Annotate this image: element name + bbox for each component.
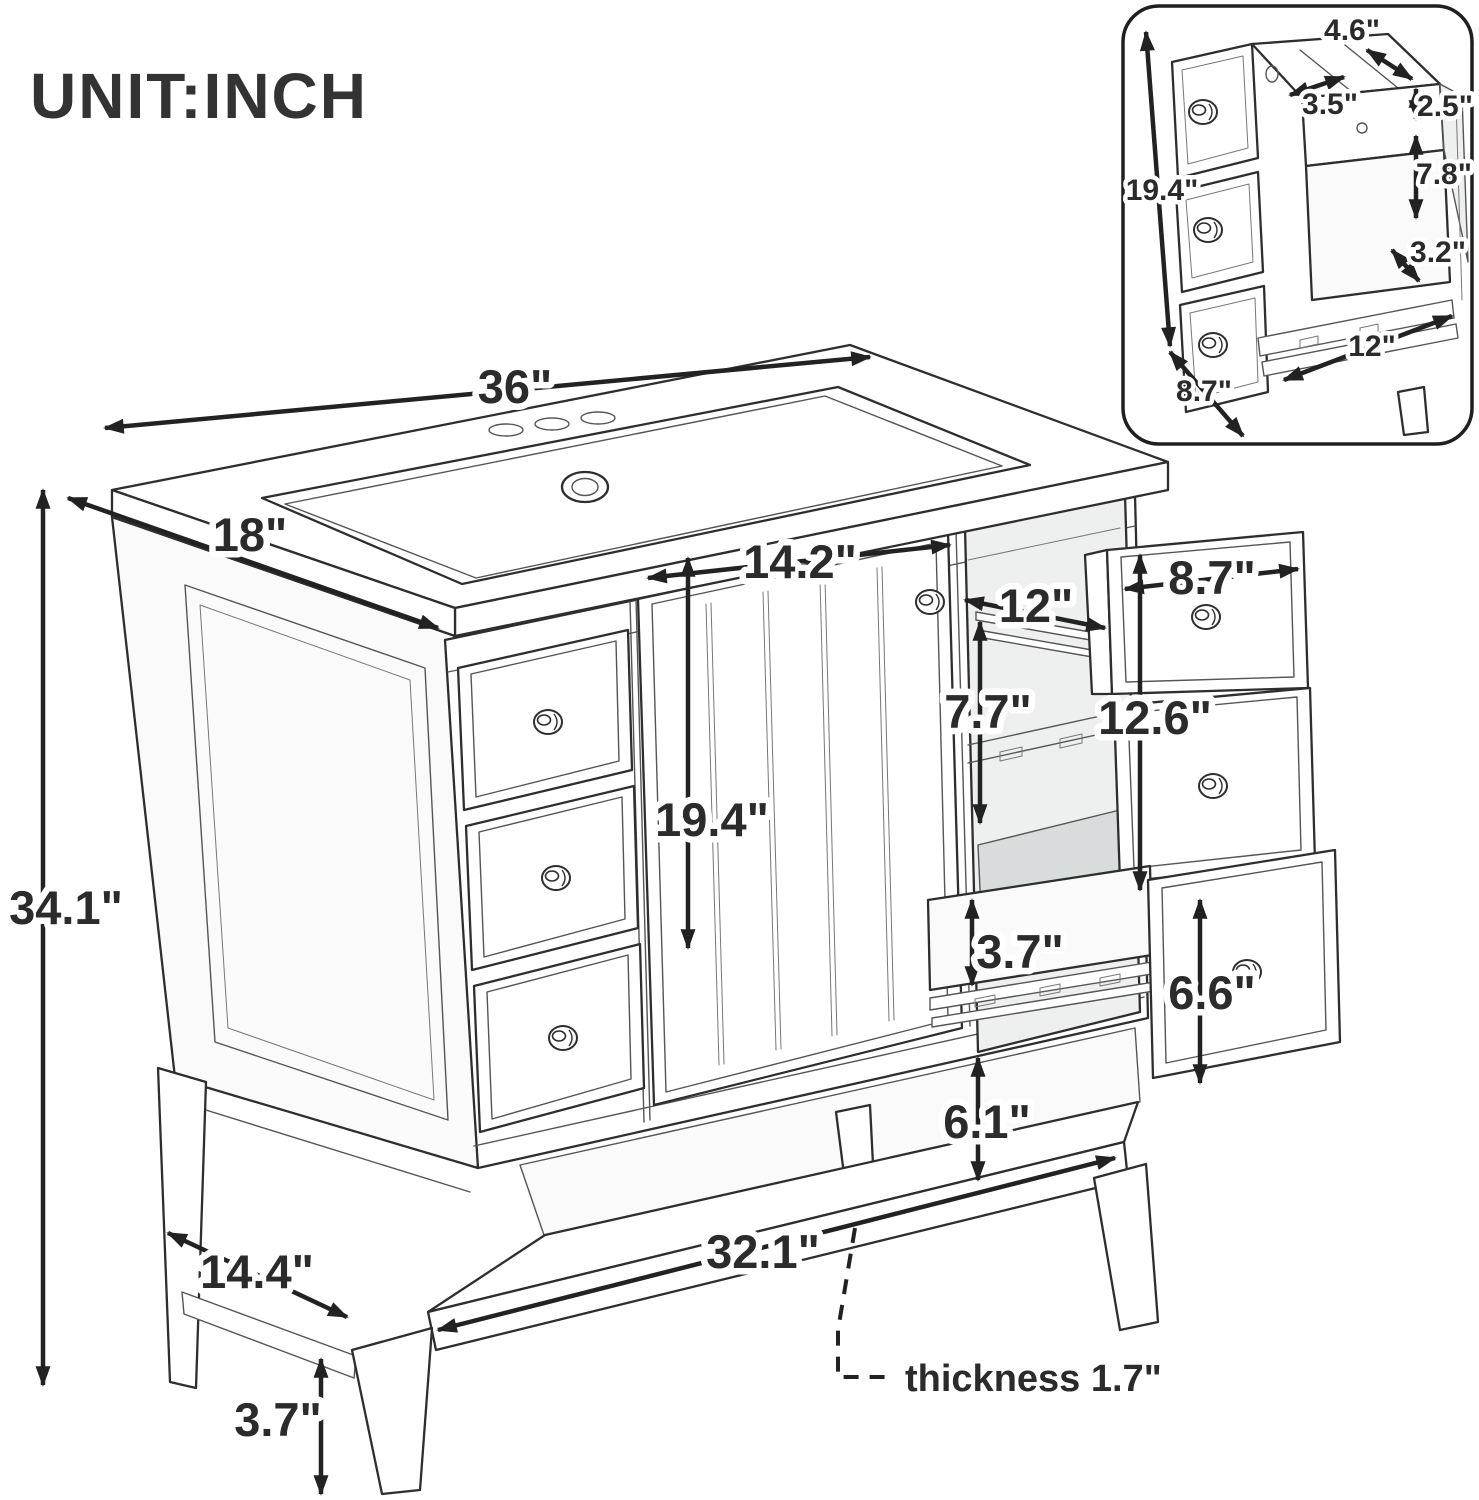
dim-unit-height: 19.4" — [1126, 174, 1199, 207]
drain-icon — [560, 470, 610, 504]
dim-leg-height: 3.7" — [234, 1393, 322, 1446]
inset-dimension-labels: 4.6" 3.5" 2.5" 7.8" 3.2" 12" 8.7" 19.4" — [1121, 10, 1477, 413]
note-shelf-thickness: thickness 1.7" — [905, 1358, 1162, 1400]
dim-bottom-drawer-box-height: 3.7" — [976, 925, 1064, 978]
dim-unit-depth: 8.7" — [1176, 375, 1232, 408]
dim-rail-height: 3.2" — [1410, 236, 1466, 269]
dim-counter-depth: 18" — [213, 508, 288, 561]
dimension-labels: 36" 18" 14.2" 12" 8.7" 7.7" 12.6" 19.4" … — [3, 354, 1263, 1453]
dim-door-width: 14.2" — [743, 535, 857, 588]
vanity-drawing — [110, 343, 1342, 1496]
dim-slide-length: 12" — [1348, 330, 1396, 363]
dimension-arrows — [35, 351, 1300, 1496]
inset-dimension-arrows — [1139, 30, 1454, 438]
dim-side-drawer-width: 8.7" — [1168, 551, 1256, 604]
dim-bottom-drawer-front-height: 6.6" — [1168, 966, 1256, 1019]
dim-tray-depth: 4.6" — [1324, 14, 1380, 47]
door-knob-icon — [915, 589, 945, 615]
dim-shelf-clearance: 6.1" — [943, 1095, 1031, 1148]
dim-door-height: 19.4" — [655, 793, 769, 846]
dim-middle-opening-height: 7.7" — [944, 685, 1032, 738]
dim-tray-width: 3.5" — [1302, 88, 1358, 121]
dim-side-drawer-stack-height: 12.6" — [1098, 691, 1212, 744]
dim-opening-height: 7.8" — [1416, 158, 1472, 191]
detail-inset: 4.6" 3.5" 2.5" 7.8" 3.2" 12" 8.7" 19.4" — [1121, 4, 1477, 446]
page-title: UNIT:INCH — [30, 60, 368, 132]
dim-tray-height: 2.5" — [1417, 90, 1473, 123]
dim-shelf-width: 32.1" — [706, 1225, 820, 1278]
dim-overall-width: 36" — [478, 360, 553, 413]
dim-overall-height: 34.1" — [9, 881, 123, 934]
dim-side-drawer-depth: 12" — [999, 579, 1074, 632]
left-drawer-column — [456, 628, 646, 1134]
dim-base-depth: 14.4" — [200, 1245, 314, 1298]
